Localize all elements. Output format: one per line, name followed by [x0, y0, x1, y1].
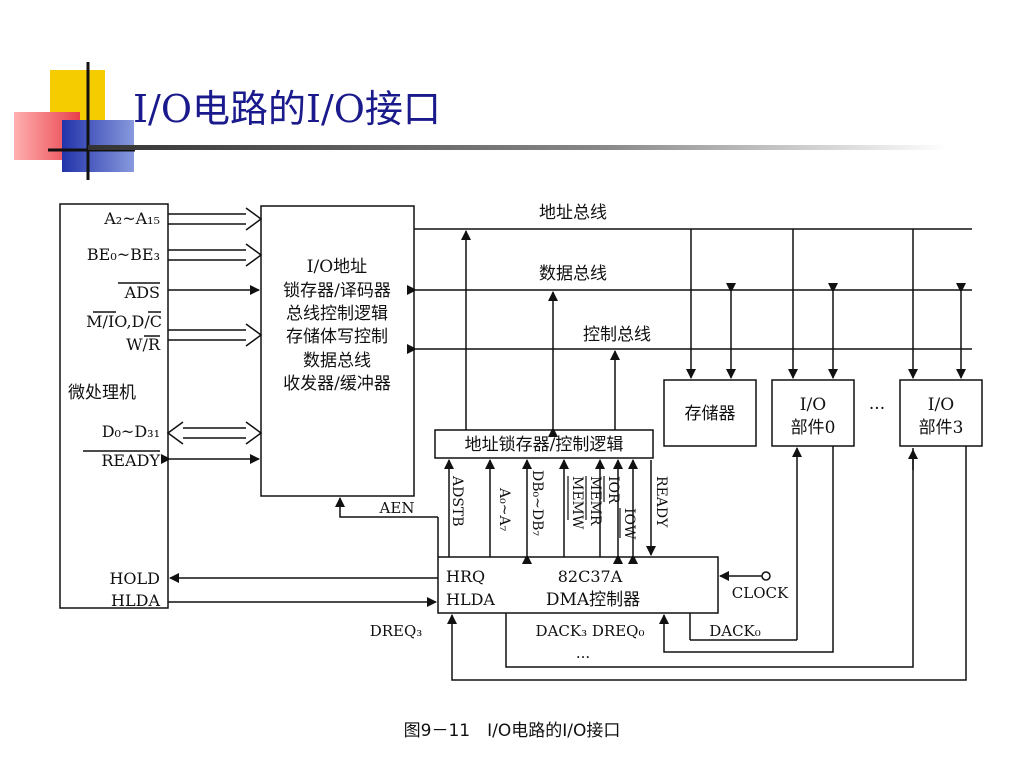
io-box-line-3: 总线控制逻辑: [286, 304, 388, 324]
control-bus-label: 控制总线: [583, 325, 651, 345]
hollow-arrow-be: [168, 243, 263, 267]
cpu-pin-data: D₀~D₃₁: [102, 422, 160, 441]
latch-label: 地址锁存器/控制逻辑: [465, 435, 624, 455]
data-bus-label: 数据总线: [539, 264, 607, 284]
ready-vertical-label: READY: [653, 476, 669, 528]
io-box-line-4: 存储体写控制: [286, 327, 388, 347]
dreq3-loop: [447, 446, 967, 681]
dma-name: DMA控制器: [546, 590, 640, 610]
dreq3-label: DREQ₃: [370, 622, 423, 640]
dack3-dreq0-label: DACK₃ DREQ₀: [536, 622, 645, 640]
io3-label-1: I/O: [928, 395, 954, 415]
memory-box: [663, 379, 757, 447]
cpu-box: [59, 203, 169, 609]
address-bus-label: 地址总线: [539, 203, 607, 223]
clock-label: CLOCK: [732, 584, 789, 602]
db0-db7-label: DB₀~DB₇: [529, 470, 545, 536]
memr-label: MEMR: [587, 476, 603, 526]
io-box-line-2: 锁存器/译码器: [283, 281, 391, 301]
io3-label-2: 部件3: [919, 418, 964, 438]
io-ellipsis: ···: [869, 399, 885, 419]
dma-chip: 82C37A: [558, 567, 623, 586]
iow-label: IOW: [621, 508, 637, 540]
title-underline: [88, 145, 948, 150]
io-part0-box: [771, 379, 855, 447]
dack-ellipsis: ···: [576, 648, 590, 666]
hollow-arrow-addr: [168, 207, 263, 231]
hollow-arrow-mio: [168, 323, 263, 347]
adstb-label: ADSTB: [449, 475, 465, 527]
cpu-pin-hold: HOLD: [109, 569, 160, 588]
figure-caption: 图9－11 I/O电路的I/O接口: [403, 721, 621, 741]
memory-label: 存储器: [685, 404, 736, 424]
aen-line: [335, 497, 438, 518]
io-part3-box: [899, 379, 983, 447]
latch-box: [434, 429, 654, 459]
dma-hrq: HRQ: [446, 567, 485, 586]
page-title: I/O电路的I/O接口: [133, 87, 441, 131]
cpu-pin-ads: ADS: [124, 283, 160, 302]
io-box-line-5: 数据总线: [303, 351, 371, 371]
clock-terminal: [761, 571, 771, 581]
dma-box: [437, 556, 719, 614]
io-box-line-6: 收发器/缓冲器: [283, 374, 391, 394]
cpu-pin-mio: M/IO,D/C: [86, 312, 162, 331]
a0-a7-label: A₀~A₇: [496, 487, 512, 532]
cpu-pin-hlda: HLDA: [111, 591, 160, 610]
ior-label: IOR: [605, 476, 621, 504]
dack3-loop: [505, 448, 914, 668]
cpu-label: 微处理机: [68, 383, 136, 403]
dack0-label: DACK₀: [709, 622, 761, 640]
hollow-arrow-data: [166, 421, 263, 445]
cpu-pin-addr: A₂~A₁₅: [103, 209, 160, 228]
memw-label: MEMW: [569, 476, 585, 530]
io-box-line-1: I/O地址: [307, 257, 367, 277]
dreq0-line: [659, 446, 834, 653]
cpu-pin-ready: READY: [101, 451, 160, 470]
cpu-pin-be: BE₀~BE₃: [87, 245, 160, 264]
io0-label-2: 部件0: [791, 418, 836, 438]
dma-hlda: HLDA: [446, 590, 495, 609]
cpu-pin-wr: W/R: [126, 335, 161, 354]
aen-label: AEN: [379, 499, 415, 517]
io0-label-1: I/O: [800, 395, 826, 415]
